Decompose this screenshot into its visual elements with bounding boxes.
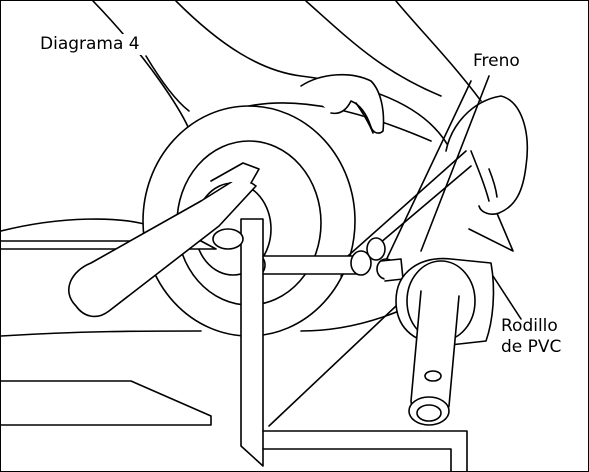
callout-lines bbox=[145, 55, 522, 320]
pvc-roller-label-line2: de PVC bbox=[501, 337, 562, 358]
handle bbox=[67, 162, 260, 318]
film-sheet bbox=[1, 1, 514, 337]
pvc-roller bbox=[395, 257, 495, 426]
left-hand bbox=[300, 73, 385, 134]
pvc-roller-label: Rodillo de PVC bbox=[501, 316, 561, 359]
stand-frame bbox=[1, 218, 468, 471]
brake-label: Freno bbox=[471, 51, 522, 73]
diagram-title: Diagrama 4 bbox=[38, 34, 142, 56]
pvc-roller-label-line1: Rodillo bbox=[501, 316, 558, 336]
right-hand bbox=[445, 95, 529, 215]
brake-rollers bbox=[252, 237, 404, 282]
